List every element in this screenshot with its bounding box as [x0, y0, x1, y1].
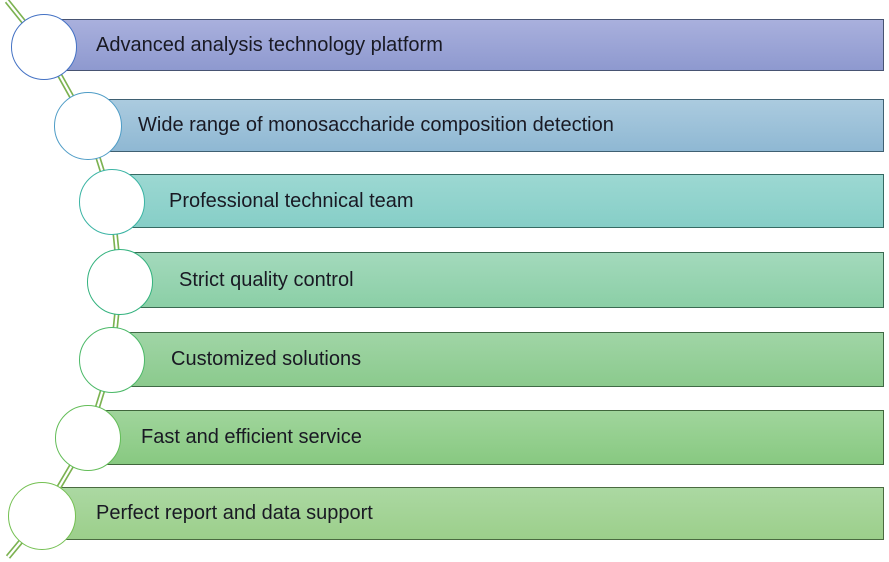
- step-bar-2: Wide range of monosaccharide composition…: [88, 99, 884, 152]
- step-label-3: Professional technical team: [169, 189, 414, 212]
- step-bar-6: Fast and efficient service: [88, 410, 884, 465]
- step-bar-4: Strict quality control: [120, 252, 884, 308]
- step-circle-5: [79, 327, 145, 393]
- step-bar-5: Customized solutions: [112, 332, 884, 387]
- step-bar-7: Perfect report and data support: [42, 487, 884, 540]
- step-label-1: Advanced analysis technology platform: [96, 33, 443, 56]
- step-circle-3: [79, 169, 145, 235]
- step-bar-1: Advanced analysis technology platform: [44, 19, 884, 71]
- step-label-2: Wide range of monosaccharide composition…: [138, 114, 614, 136]
- step-label-7: Perfect report and data support: [96, 502, 373, 524]
- step-label-5: Customized solutions: [171, 348, 362, 370]
- step-bar-3: Professional technical team: [112, 174, 884, 228]
- step-label-6: Fast and efficient service: [141, 426, 362, 448]
- step-circle-1: [11, 14, 77, 80]
- step-label-4: Strict quality control: [179, 268, 354, 291]
- step-circle-6: [55, 405, 121, 471]
- step-circle-7: [8, 482, 76, 550]
- step-circle-4: [87, 249, 153, 315]
- step-circle-2: [54, 92, 122, 160]
